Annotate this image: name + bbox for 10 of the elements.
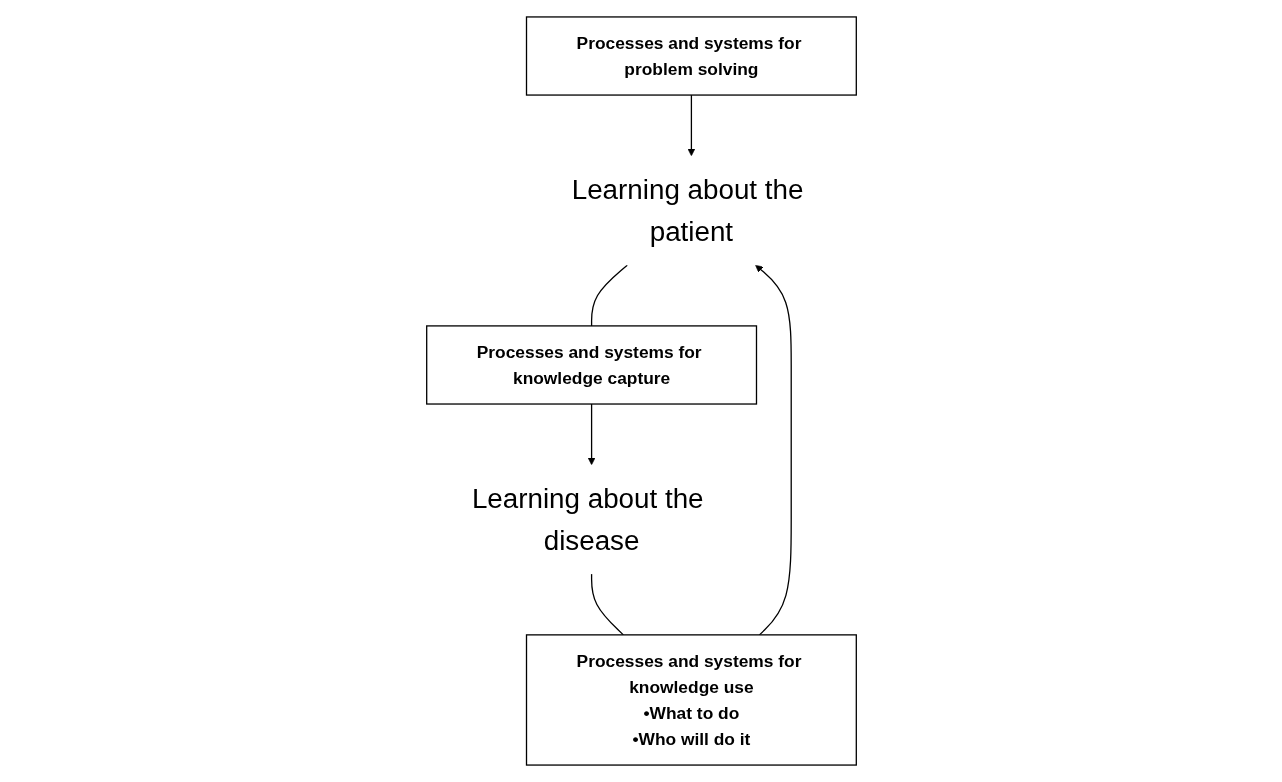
arrow: [687, 94, 695, 157]
connector: [590, 573, 624, 636]
arrow: [754, 264, 792, 636]
node-text: Learning about the patient: [571, 174, 803, 247]
node-box: Processes and systems for knowledge capture: [425, 325, 757, 405]
node-text: Learning about the disease: [471, 483, 704, 556]
node-box: Processes and systems for knowledge use •What to do •Who will do it: [525, 634, 857, 766]
connector: [590, 264, 628, 327]
arrow: [587, 403, 595, 466]
node-box: Processes and systems for problem solving: [525, 16, 857, 96]
